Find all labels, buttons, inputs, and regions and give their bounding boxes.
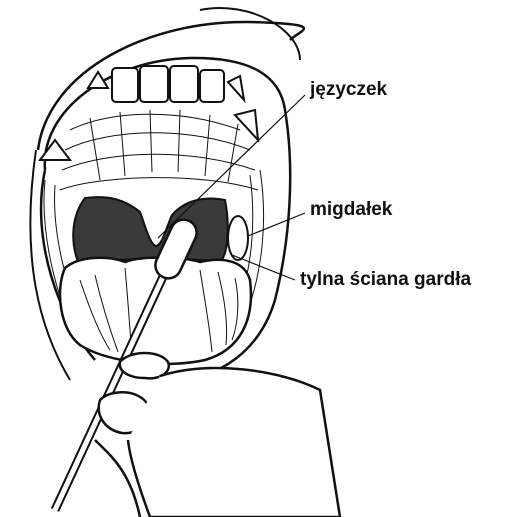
- hand-icon: [95, 353, 340, 517]
- tooth: [200, 70, 224, 102]
- upper-teeth: [40, 66, 258, 160]
- uvula-label: języczek: [310, 80, 387, 99]
- tongue: [60, 258, 251, 364]
- tonsil-label: migdałek: [310, 200, 392, 219]
- tooth: [140, 66, 168, 102]
- tonsil-leader-line: [248, 213, 305, 236]
- tooth: [228, 76, 244, 100]
- palate-texture: [60, 110, 258, 190]
- tooth: [235, 110, 258, 140]
- tooth: [112, 68, 138, 102]
- tooth: [170, 66, 198, 102]
- tonsil: [228, 216, 248, 260]
- pharynx-wall-label: tylna ściana gardła: [300, 270, 471, 289]
